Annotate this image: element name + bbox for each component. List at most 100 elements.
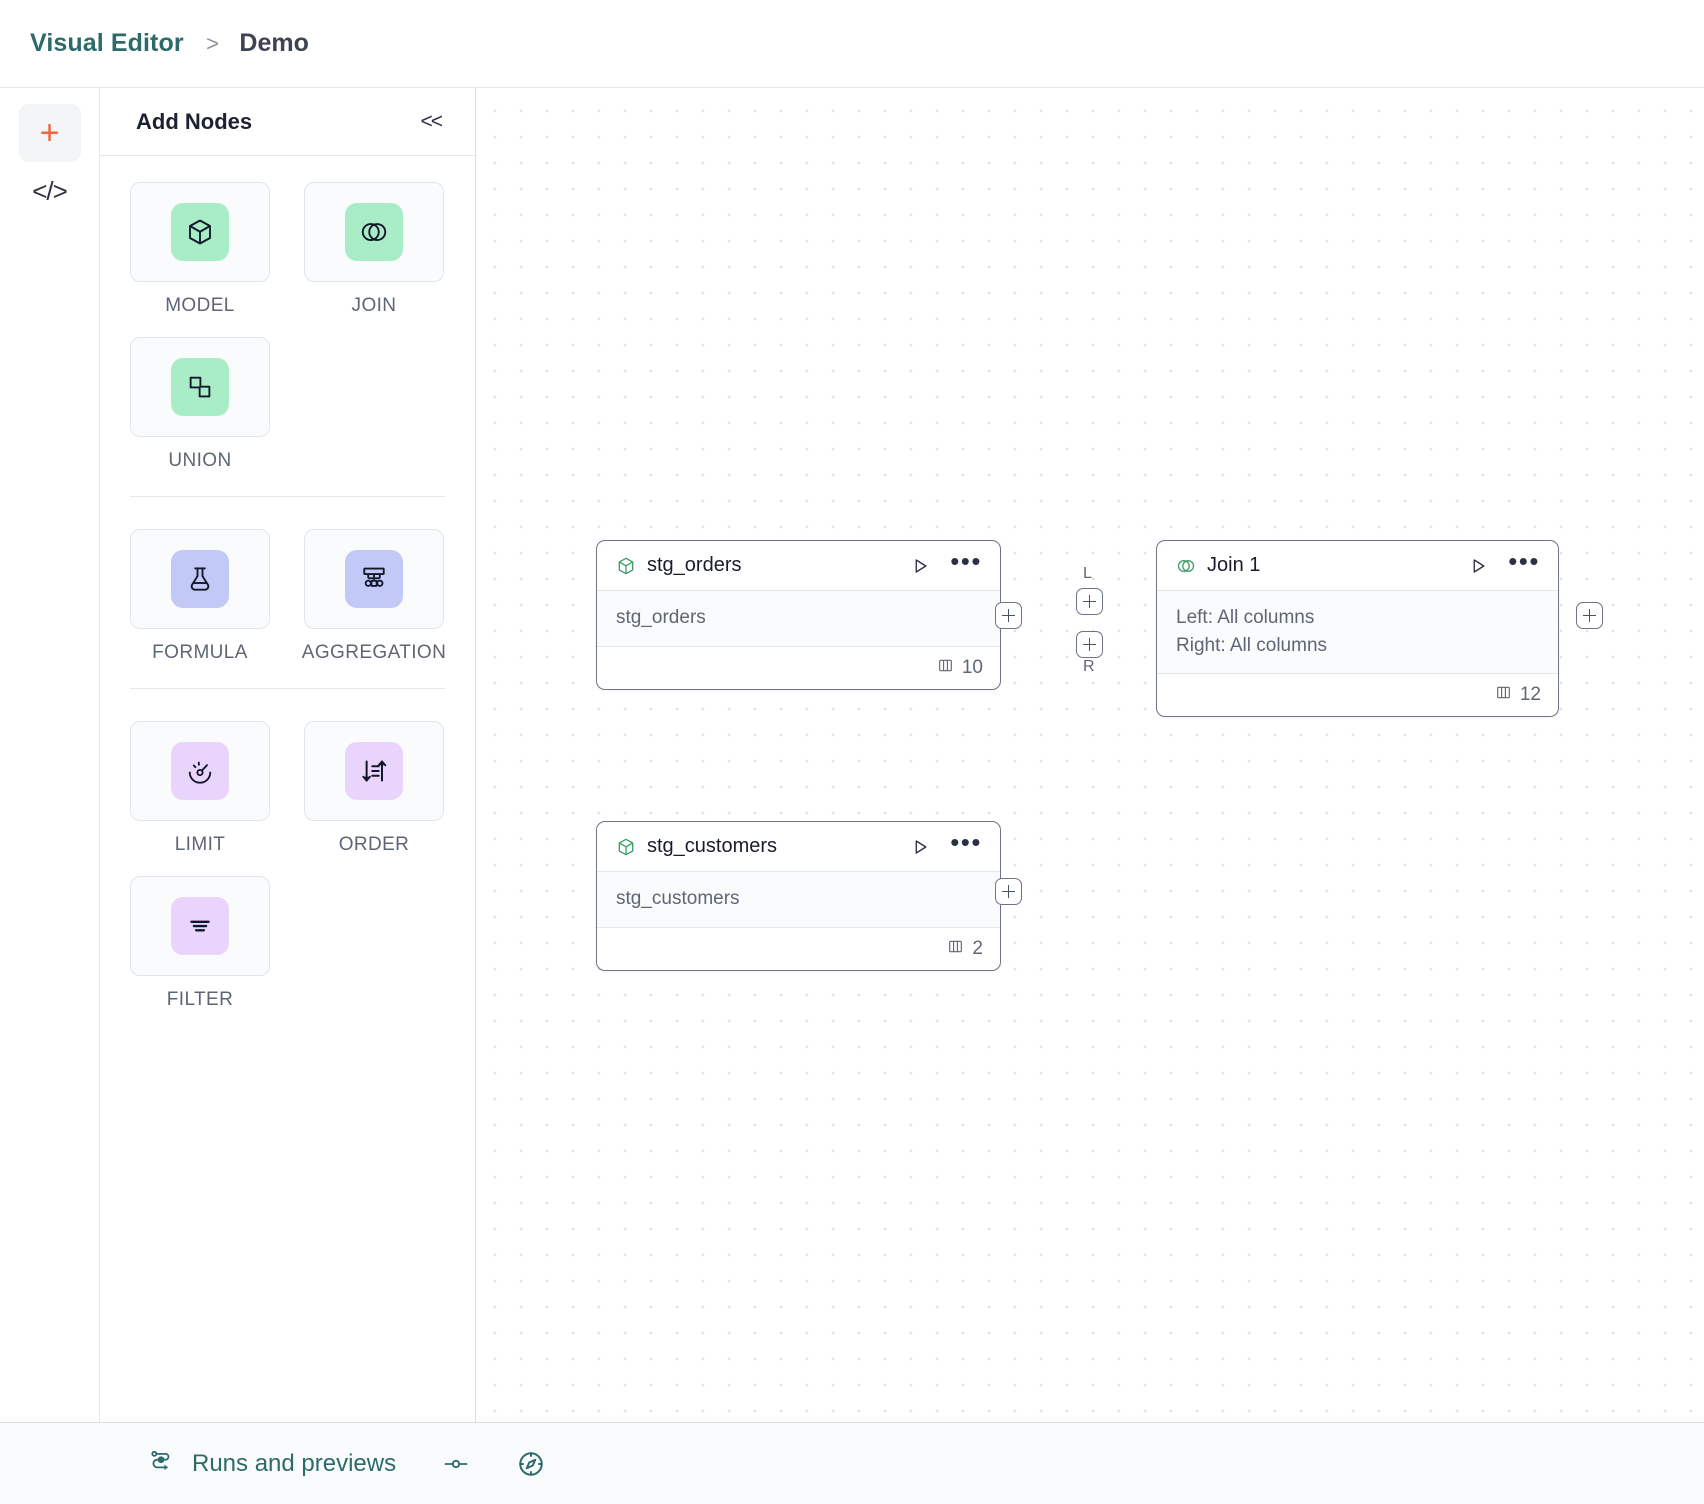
node-tile-limit[interactable] [130,721,270,821]
flow-node-title: stg_customers [647,835,778,857]
flow-canvas[interactable]: stg_orders ••• stg_orders [476,88,1704,1422]
flow-node-left-columns: Left: All columns [1176,607,1315,628]
code-brackets-icon: </> [32,175,68,206]
flow-node-footer: 12 [1157,674,1558,716]
node-card-order[interactable]: ORDER [304,721,444,856]
output-port-stg-customers[interactable] [995,878,1022,905]
join-right-port-label: R [1083,658,1095,675]
node-label-union: UNION [168,450,232,471]
flow-node-column-count: 2 [972,937,983,959]
node-card-formula[interactable]: FORMULA [130,529,270,664]
venn-icon [1176,556,1196,576]
flow-node-source-name: stg_orders [616,607,706,628]
ellipsis-icon[interactable]: ••• [1508,545,1540,576]
code-view-rail-button[interactable]: </> [19,162,81,220]
output-port-join-1[interactable] [1576,602,1603,629]
columns-icon [937,657,954,679]
plus-icon: + [39,114,60,152]
node-card-aggregation[interactable]: AGGREGATION [301,529,447,664]
node-label-join: JOIN [351,295,397,316]
flow-node-join-1[interactable]: Join 1 ••• Left: All columns Right: All … [1156,540,1559,718]
node-card-union[interactable]: UNION [130,337,270,472]
breadcrumb-root-link[interactable]: Visual Editor [30,29,184,57]
flow-node-column-count: 10 [961,656,983,678]
add-nodes-panel-header: Add Nodes << [100,88,475,156]
runs-and-previews-label: Runs and previews [192,1449,397,1477]
node-card-model[interactable]: MODEL [130,182,270,317]
flow-node-title: stg_orders [647,554,742,576]
node-label-aggregation: AGGREGATION [301,642,447,663]
node-label-limit: LIMIT [174,834,226,855]
node-tile-join[interactable] [304,182,444,282]
flow-node-source-name: stg_customers [616,888,740,909]
node-group-transforms: FORMULA [130,496,447,664]
add-nodes-panel: Add Nodes << [100,88,476,1422]
node-label-filter: FILTER [166,989,234,1010]
ellipsis-icon[interactable]: ••• [950,826,982,857]
flow-node-body: stg_orders [597,591,1000,647]
cube-icon [616,837,636,857]
aggregation-tree-icon [345,550,403,608]
flask-icon [171,550,229,608]
node-card-filter[interactable]: FILTER [130,876,270,1011]
edge-layer [476,88,776,238]
play-icon[interactable] [910,837,930,857]
node-card-limit[interactable]: LIMIT [130,721,270,856]
filter-lines-icon [171,897,229,955]
app-body: + </> Add Nodes << [0,88,1704,1422]
collapse-panel-button[interactable]: << [420,109,442,133]
panel-title: Add Nodes [136,108,253,134]
output-port-stg-orders[interactable] [995,602,1022,629]
node-tile-formula[interactable] [130,529,270,629]
flow-node-stg-orders[interactable]: stg_orders ••• stg_orders [596,540,1001,690]
venn-icon [345,203,403,261]
node-label-order: ORDER [338,834,410,855]
flow-node-header: Join 1 ••• [1157,541,1558,591]
columns-icon [1495,684,1512,706]
sort-arrows-icon [345,742,403,800]
flow-node-header: stg_customers ••• [597,822,1000,872]
flow-node-title: Join 1 [1207,554,1261,576]
slider-toggle-icon[interactable] [442,1450,470,1478]
flow-node-header: stg_orders ••• [597,541,1000,591]
bottom-toolbar: Runs and previews [0,1422,1704,1504]
node-group-sources: MODEL JOIN [130,182,445,472]
node-tile-union[interactable] [130,337,270,437]
cube-icon [171,203,229,261]
flow-node-footer: 10 [597,647,1000,689]
compass-icon[interactable] [516,1449,546,1479]
node-group-row-ops: LIMIT ORDER [130,688,445,1011]
gauge-icon [171,742,229,800]
node-tile-aggregation[interactable] [304,529,444,629]
node-tile-model[interactable] [130,182,270,282]
flow-node-body: stg_customers [597,872,1000,928]
input-port-join-right[interactable] [1076,631,1103,658]
breadcrumb-current-page: Demo [239,29,309,57]
flow-node-stg-customers[interactable]: stg_customers ••• stg_customers [596,821,1001,971]
left-icon-rail: + </> [0,88,100,1422]
play-icon[interactable] [910,556,930,576]
flow-node-footer: 2 [597,928,1000,970]
breadcrumb-separator-icon: > [206,31,219,56]
cube-icon [616,556,636,576]
flow-node-body: Left: All columns Right: All columns [1157,591,1558,675]
input-port-join-left[interactable] [1076,588,1103,615]
node-label-formula: FORMULA [152,642,248,663]
add-node-rail-button[interactable]: + [18,104,81,162]
flow-node-column-count: 12 [1519,684,1541,706]
breadcrumb: Visual Editor > Demo [30,29,309,58]
flow-run-icon [148,1448,175,1480]
node-tile-order[interactable] [304,721,444,821]
runs-and-previews-button[interactable]: Runs and previews [148,1448,396,1480]
node-label-model: MODEL [165,295,235,316]
node-card-join[interactable]: JOIN [304,182,444,317]
node-tile-filter[interactable] [130,876,270,976]
app-header: Visual Editor > Demo [0,0,1704,88]
flow-node-right-columns: Right: All columns [1176,634,1328,656]
play-icon[interactable] [1468,556,1488,576]
columns-icon [947,938,964,960]
add-nodes-list: MODEL JOIN [100,156,475,1422]
ellipsis-icon[interactable]: ••• [950,545,982,576]
join-left-port-label: L [1083,565,1092,582]
